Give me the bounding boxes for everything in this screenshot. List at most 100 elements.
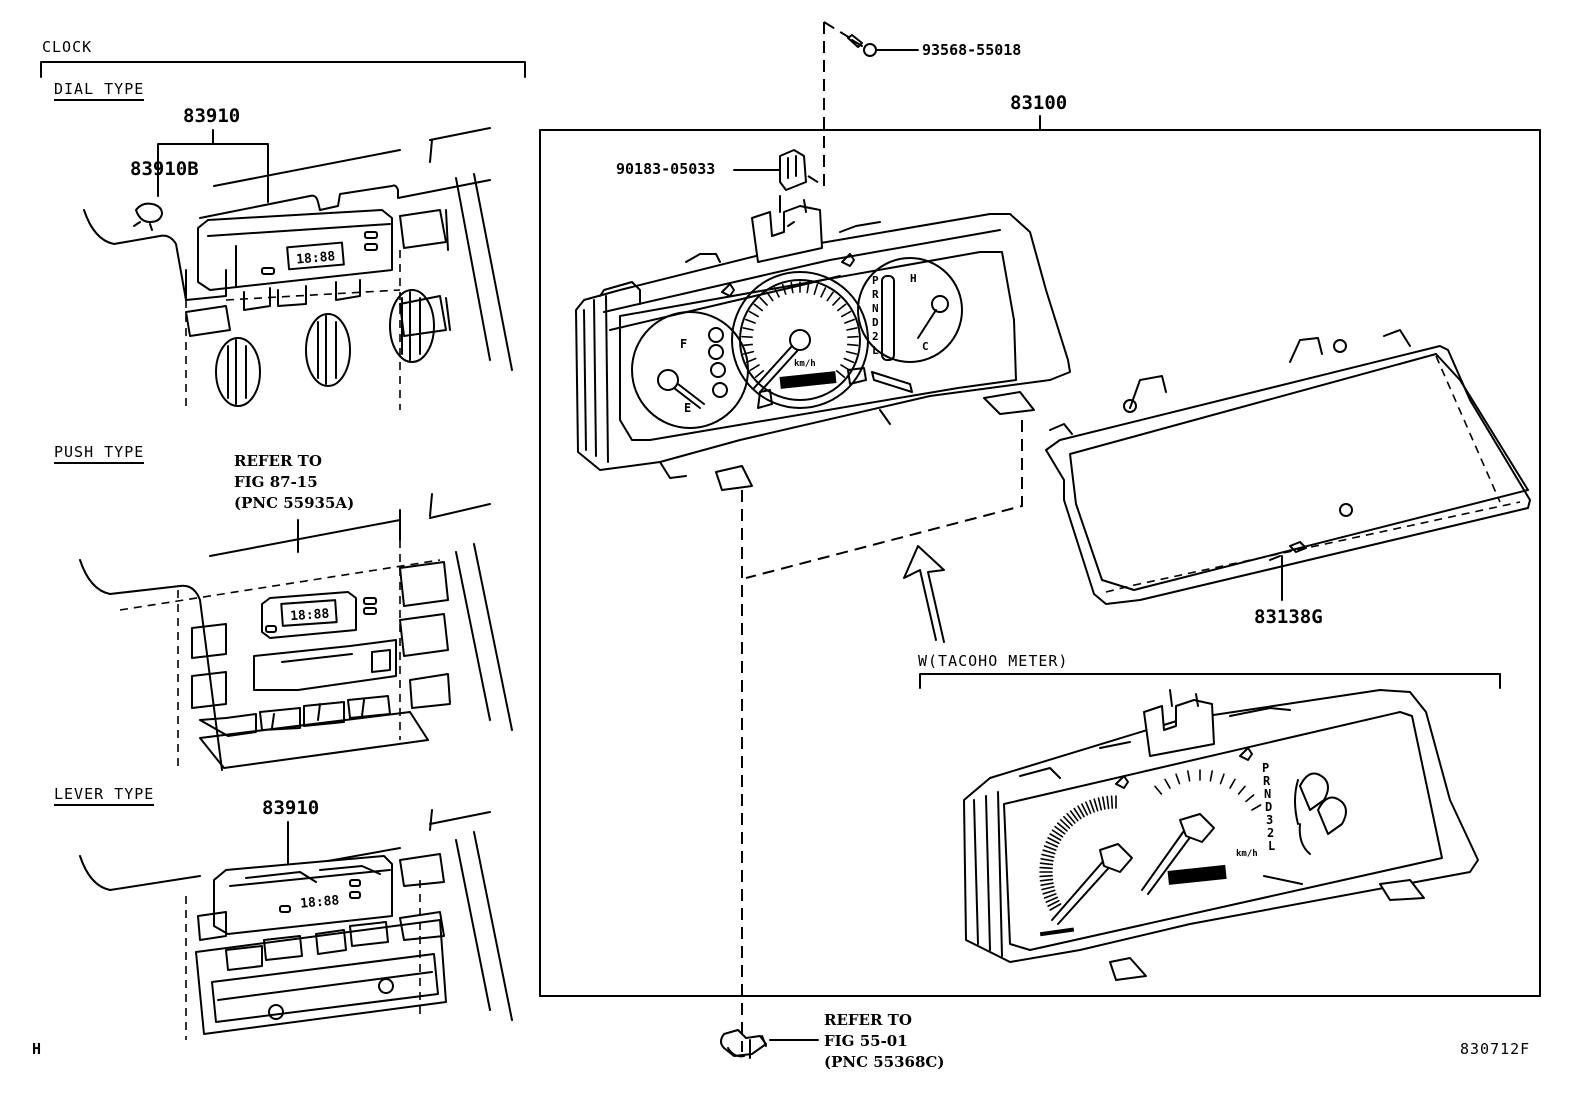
tachometer-tick [1039, 874, 1053, 878]
tachometer-tick [1039, 878, 1054, 882]
dial-type-heading: DIAL TYPE [54, 80, 145, 101]
tacho-speed-unit-label: km/h [1236, 849, 1258, 859]
tachometer-tick [1040, 882, 1054, 886]
svg-text:18:88: 18:88 [290, 607, 330, 625]
shift-position-mark: R [872, 288, 879, 301]
tacho-variant-label: W(TACOHO METER) [918, 652, 1069, 670]
shift-position-mark: 2 [872, 330, 879, 343]
temp-h-mark: H [910, 272, 917, 285]
connector-illustration [720, 1029, 819, 1059]
push-ref-line-1: REFER TO [234, 452, 322, 470]
speedometer-tick [845, 350, 858, 355]
tachometer-tick [1054, 825, 1066, 835]
tachometer-tick [1042, 849, 1056, 855]
speedometer-tick [835, 370, 846, 379]
tachometer-tick [1106, 795, 1110, 810]
part-number-83100[interactable]: 83100 [1010, 92, 1068, 114]
speedometer-tick [742, 327, 754, 331]
tacho-shift-position-mark: L [1268, 839, 1275, 853]
tachometer-tick [1045, 896, 1059, 903]
tachometer-tick [1043, 893, 1057, 899]
push-ref-line-2: FIG 87-15 [234, 473, 318, 491]
speed-unit-label: km/h [794, 359, 816, 369]
tacho-shift-position-mark: R [1263, 774, 1271, 788]
speedometer-tick [753, 303, 763, 312]
meter-section-border [539, 21, 1541, 997]
push-type-clock-illustration: 18:88 [79, 493, 513, 771]
tachometer-tick [1056, 822, 1068, 832]
tachometer-tick [1043, 845, 1057, 851]
push-type-reference[interactable]: REFER TO FIG 87-15 (PNC 55935A) [234, 451, 354, 514]
speedometer-tick [742, 350, 755, 355]
tacho-shift-position-mark: N [1264, 787, 1271, 801]
tachometer-tick [1077, 805, 1085, 818]
part-number-83910b[interactable]: 83910B [130, 158, 199, 180]
tachometer-tick [1073, 807, 1082, 820]
speedometer-tick [837, 303, 847, 312]
tachometer-tick [1102, 796, 1106, 810]
tacho-meter-bracket [919, 673, 1501, 689]
tachometer-tick [1081, 803, 1089, 816]
part-number-screw[interactable]: 93568-55018 [922, 41, 1022, 59]
lever-type-heading: LEVER TYPE [54, 785, 155, 806]
clock-section-bracket [40, 61, 526, 78]
speedometer-tick [773, 287, 780, 298]
shift-position-mark: D [872, 316, 879, 329]
tachometer-tick [1045, 841, 1059, 848]
speedometer-tick [745, 357, 757, 364]
fuel-f-mark: F [680, 337, 687, 351]
tachometer-tick [1039, 866, 1053, 870]
speedometer-tick [844, 318, 856, 324]
speedometer-tick [806, 281, 810, 294]
tachometer-tick [1085, 801, 1092, 815]
speed-tick-tacho [1229, 778, 1236, 789]
push-ref-line-3: (PNC 55935A) [234, 494, 355, 512]
tachometer-tick [1047, 837, 1060, 845]
speedometer-tick [813, 283, 819, 295]
speedometer-tick [759, 297, 768, 306]
tachometer-tick [1042, 889, 1056, 895]
tachometer-tick [1110, 795, 1114, 809]
part-number-83138g[interactable]: 83138G [1254, 606, 1323, 628]
meter-glass-illustration [1045, 329, 1531, 605]
speedometer-tick [820, 287, 827, 298]
speedometer-tick [741, 343, 754, 347]
part-number-83910-lever[interactable]: 83910 [262, 797, 320, 819]
tachometer-tick [1063, 815, 1073, 827]
tachometer-tick [1041, 853, 1055, 859]
speedometer-tick [846, 343, 859, 347]
dial-type-clock-illustration: 18:88 [83, 127, 513, 410]
tachometer-tick [1097, 797, 1103, 811]
speed-tick-tacho [1219, 773, 1225, 785]
bottom-ref-line-3: (PNC 55368C) [824, 1053, 945, 1071]
tachometer-tick [1049, 903, 1062, 911]
speedometer-tick [826, 291, 834, 302]
speedometer-tick [832, 297, 841, 306]
speedometer-tick [843, 357, 855, 364]
speedometer-tick [766, 291, 774, 302]
speedometer-tick [741, 335, 753, 339]
temp-c-mark: C [922, 340, 929, 353]
tachometer-tick [1066, 812, 1076, 824]
speed-tick-tacho [1209, 770, 1213, 782]
tachometer-tick [1051, 829, 1064, 838]
figure-code: 830712F [1460, 1040, 1531, 1058]
speed-tick-tacho [1154, 785, 1163, 795]
shift-position-mark: N [872, 302, 879, 315]
speed-tick-tacho [1175, 773, 1181, 785]
fuel-e-mark: E [684, 401, 691, 415]
part-number-83910-dial[interactable]: 83910 [183, 105, 241, 127]
speedometer-tick [749, 364, 760, 371]
tachometer-tick [1059, 819, 1071, 829]
tachometer-tick [1041, 885, 1055, 891]
tacho-shift-position-mark: D [1265, 800, 1272, 814]
speed-tick-tacho [1251, 804, 1262, 811]
bottom-ref-line-1: REFER TO [824, 1011, 912, 1029]
tachometer-tick [1039, 862, 1054, 866]
tachometer-tick [1069, 810, 1079, 822]
speedometer-tick [748, 310, 759, 318]
part-number-clip[interactable]: 90183-05033 [616, 160, 716, 178]
bottom-reference[interactable]: REFER TO FIG 55-01 (PNC 55368C) [824, 1010, 944, 1073]
